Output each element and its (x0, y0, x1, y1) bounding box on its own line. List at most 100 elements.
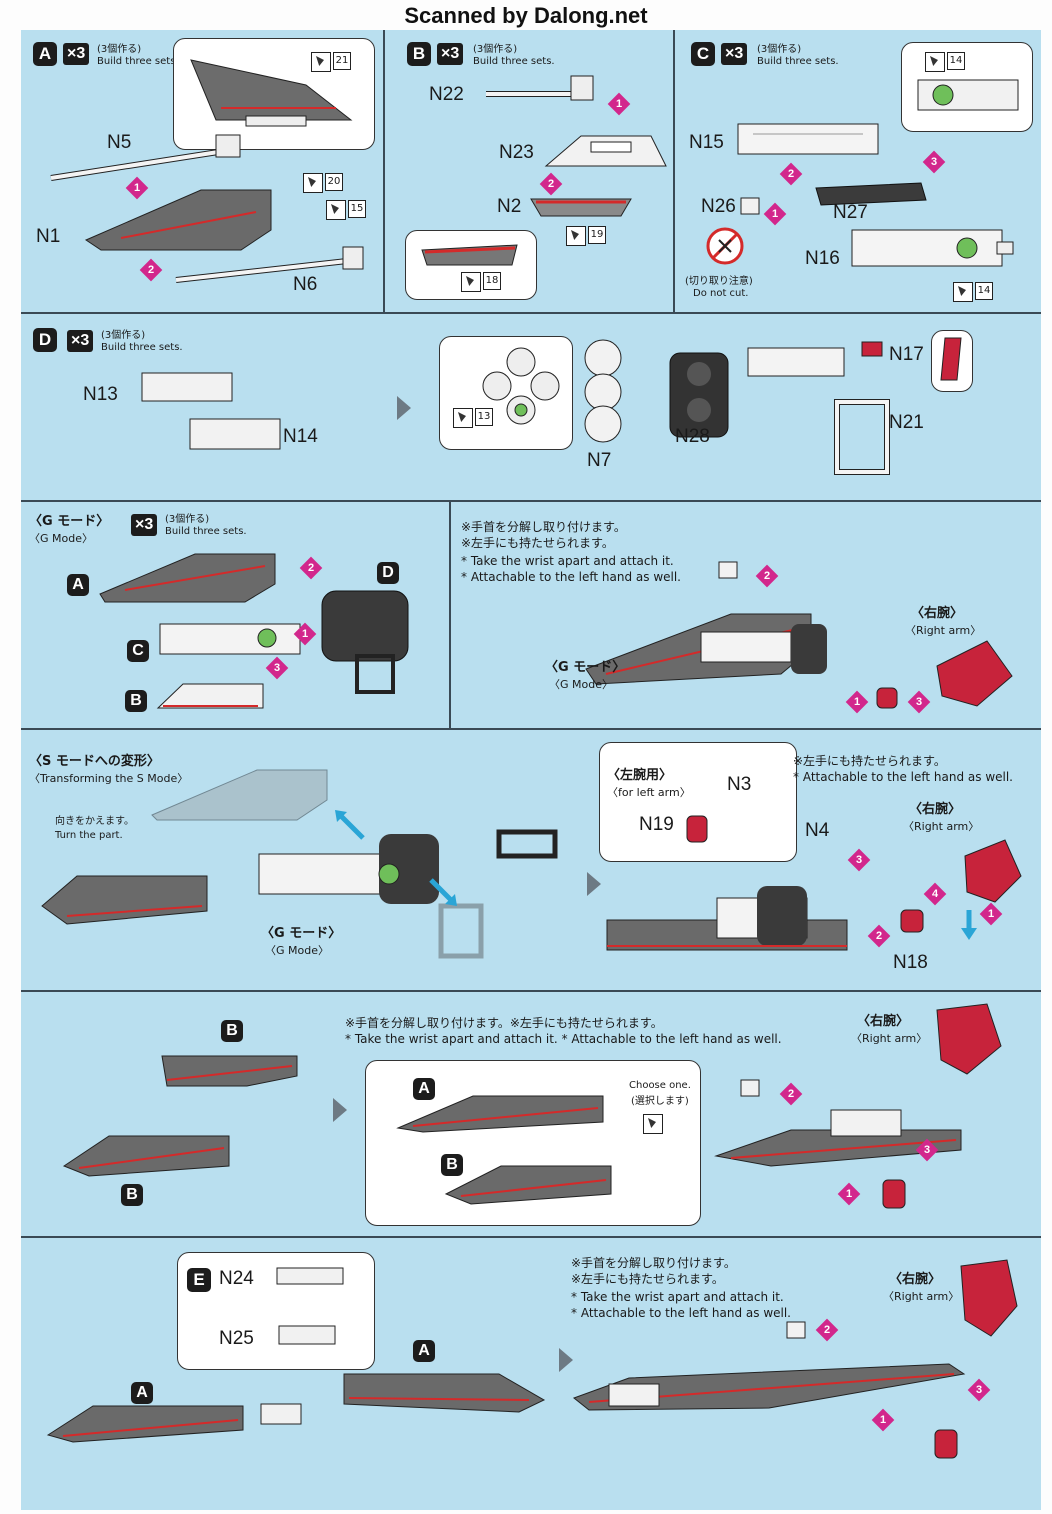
wrist-part-illustration (786, 1321, 806, 1339)
instruction-sheet: A ×3 (3個作る) Build three sets. 21 N5 1 N1… (21, 30, 1041, 1510)
right-arm-label-en: 〈Right arm〉 (903, 820, 980, 833)
step-order-marker: 2 (815, 1318, 839, 1342)
thruster-assembly-illustration (321, 590, 409, 694)
option-a-illustration (396, 1095, 604, 1133)
step-b-badge: B (407, 42, 431, 66)
thruster-part-illustration (669, 352, 729, 438)
red-part-illustration (530, 198, 632, 217)
grip-part-illustration (486, 75, 594, 101)
wrist-note-jp: ※手首を分解し取り付けます。 (571, 1256, 736, 1270)
right-arm-label-en: 〈Right arm〉 (905, 624, 982, 637)
s-mode-title-en: 〈Transforming the S Mode〉 (29, 772, 189, 785)
quantity-en: Build three sets. (473, 56, 555, 67)
sticker-number: 21 (333, 52, 351, 70)
right-arm-illustration (960, 1259, 1018, 1337)
bracket-part-illustration (141, 372, 233, 402)
red-part-detail (421, 244, 518, 266)
frame-part-illustration (544, 135, 667, 167)
step-order-marker: 3 (967, 1378, 991, 1402)
step-order-marker: 2 (539, 172, 563, 196)
row-divider (21, 312, 1041, 314)
step-order-marker: 4 (923, 882, 947, 906)
blue-arrow-icon (961, 910, 977, 940)
blue-arrow-icon (429, 878, 457, 906)
step-order-marker: 1 (979, 902, 1003, 926)
part-label: N16 (805, 248, 840, 269)
part-label: N17 (889, 344, 924, 365)
rod-part-illustration (50, 134, 241, 181)
warning-jp: (切り取り注意) (685, 276, 753, 287)
subassembly-b-label: B (121, 1184, 143, 1206)
option-b-illustration (444, 1165, 612, 1205)
sticker-icon (461, 272, 481, 292)
hub-detail-illustration (482, 347, 560, 425)
gun-s-mode-illustration (606, 886, 848, 951)
part-label: N25 (219, 1328, 254, 1349)
barrel-part-illustration (737, 123, 879, 155)
hand-illustration (934, 1429, 958, 1459)
sticker-icon (303, 173, 323, 193)
warning-en: Do not cut. (693, 288, 749, 299)
hand-illustration (876, 687, 898, 709)
col-divider (673, 30, 675, 312)
subassembly-a-label: A (67, 574, 89, 596)
right-arm-label-en: 〈Right arm〉 (851, 1032, 928, 1045)
hand-illustration (882, 1179, 906, 1209)
right-arm-label-en: 〈Right arm〉 (883, 1290, 960, 1303)
right-arm-label: 〈右腕〉 (909, 802, 962, 817)
blade-body-illustration (84, 189, 272, 251)
quantity-en: Build three sets. (101, 342, 183, 353)
connector-part-illustration (278, 1325, 336, 1345)
step-order-marker: 1 (837, 1182, 861, 1206)
subassembly-b-label: B (125, 690, 147, 712)
left-hand-note-en: * Attachable to the left hand as well. (461, 570, 681, 584)
quantity-en: Build three sets. (757, 56, 839, 67)
part-label: N23 (499, 142, 534, 163)
wrist-note-jp: ※手首を分解し取り付けます。 (461, 520, 626, 534)
part-label: N19 (639, 814, 674, 835)
handle-ghost-illustration (438, 903, 484, 959)
option-a-label: A (413, 1078, 435, 1100)
part-label: N26 (701, 196, 736, 217)
step-order-marker: 2 (779, 162, 803, 186)
wrist-note-en: * Take the wrist apart and attach it. (571, 1290, 784, 1304)
sword-assembled-illustration (714, 1109, 962, 1167)
rod-part-illustration (175, 246, 364, 283)
quantity-badge: ×3 (437, 43, 464, 65)
blade-assembly-illustration (99, 553, 276, 603)
quantity-en: Build three sets. (97, 56, 179, 67)
blade-ghost-illustration (151, 769, 328, 821)
next-step-arrow (397, 396, 411, 420)
sticker-number: 18 (483, 272, 501, 290)
no-cut-warning-icon (706, 227, 744, 265)
step-order-marker: 1 (871, 1408, 895, 1432)
subassembly-d-label: D (377, 562, 399, 584)
s-mode-title: 〈S モードへの変形〉 (29, 754, 160, 769)
left-arm-label-en: 〈for left arm〉 (607, 786, 691, 799)
part-label: N15 (689, 132, 724, 153)
step-order-marker: 3 (265, 656, 289, 680)
step-e-badge: E (187, 1268, 211, 1292)
part-label: N1 (36, 226, 61, 247)
blue-arrow-icon (335, 810, 365, 840)
quantity-jp: (3個作る) (757, 44, 802, 55)
part-label: N6 (293, 274, 318, 295)
sticker-icon (925, 52, 945, 72)
quantity-badge: ×3 (721, 43, 748, 65)
hand-illustration (900, 909, 924, 933)
blade-half-illustration (46, 1405, 244, 1443)
left-hand-note-en: * Attachable to the left hand as well. (793, 770, 1013, 784)
step-c-badge: C (691, 42, 715, 66)
wrist-part-illustration (740, 1079, 760, 1097)
right-arm-illustration (936, 640, 1013, 707)
barrel-part-illustration (851, 229, 1014, 267)
step-order-marker: 1 (845, 690, 869, 714)
wrist-line-jp: ※手首を分解し取り付けます。※左手にも持たせられます。 (345, 1016, 663, 1030)
left-hand-illustration (686, 815, 708, 843)
handle-part-illustration (496, 829, 558, 859)
step-order-marker: 2 (299, 556, 323, 580)
red-tip-detail (940, 337, 962, 381)
wrist-line-en: * Take the wrist apart and attach it. * … (345, 1032, 782, 1046)
red-tip-illustration (861, 341, 883, 357)
next-step-arrow (333, 1098, 347, 1122)
